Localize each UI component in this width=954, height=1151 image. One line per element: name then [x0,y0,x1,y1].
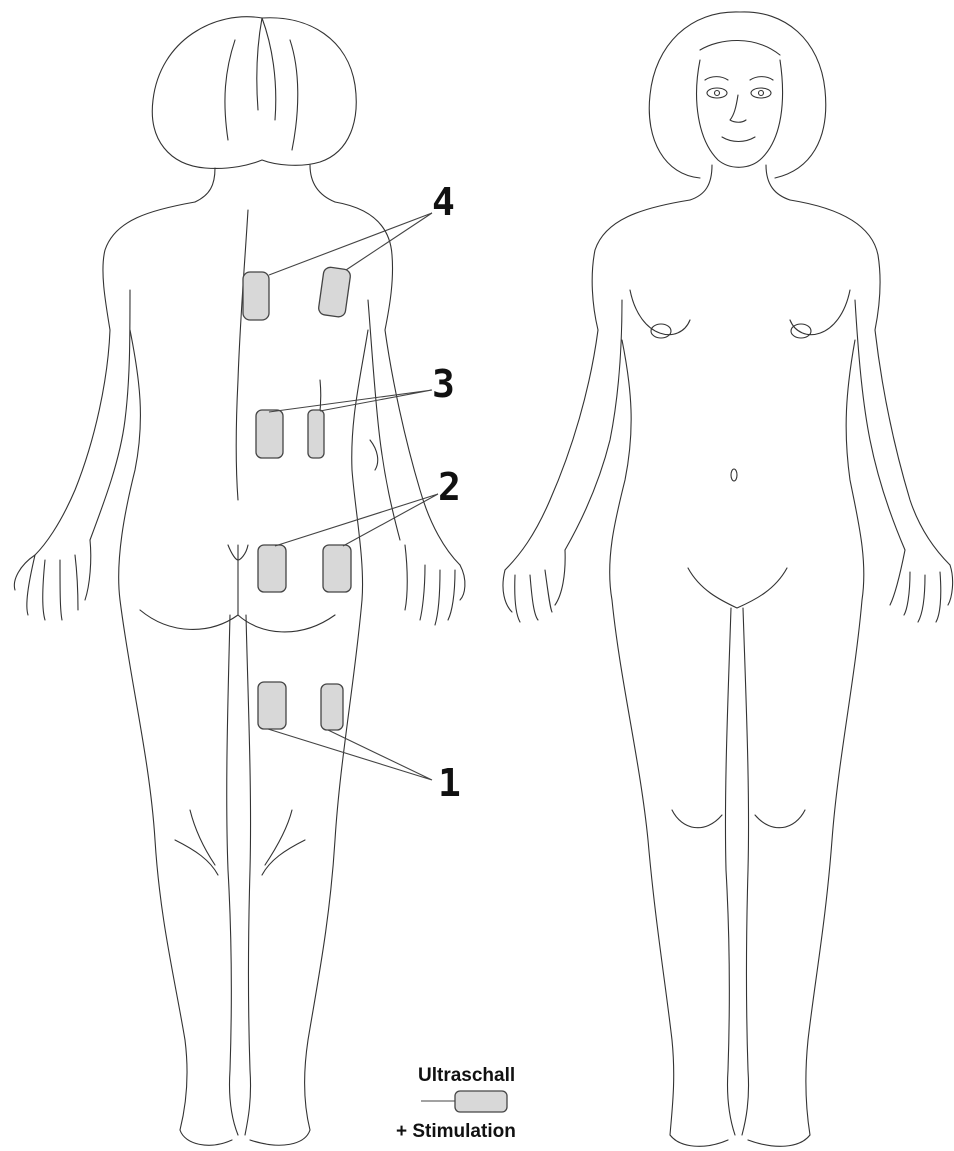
legend: Ultraschall + Stimulation [396,1065,516,1142]
marker-3-label: 3 [432,362,455,406]
pad-2-left [258,545,286,592]
leader-lines [268,213,438,780]
electrode-pads [243,266,351,730]
marker-labels: 4 3 2 1 [432,180,461,805]
front-view-figure [503,12,953,1146]
legend-stimulation-label: + Stimulation [396,1121,516,1142]
marker-2-label: 2 [438,465,461,509]
marker-4-label: 4 [432,180,455,224]
legend-pad-swatch [455,1091,507,1112]
pad-4-left [243,272,269,320]
legend-ultraschall-label: Ultraschall [418,1065,515,1086]
back-view-figure [14,17,465,1145]
pad-3-right [308,410,324,458]
pad-1-left [258,682,286,729]
marker-1-label: 1 [438,761,461,805]
pad-3-left [256,410,283,458]
pad-1-right [321,684,343,730]
pad-4-right [318,266,351,317]
pad-2-right [323,545,351,592]
